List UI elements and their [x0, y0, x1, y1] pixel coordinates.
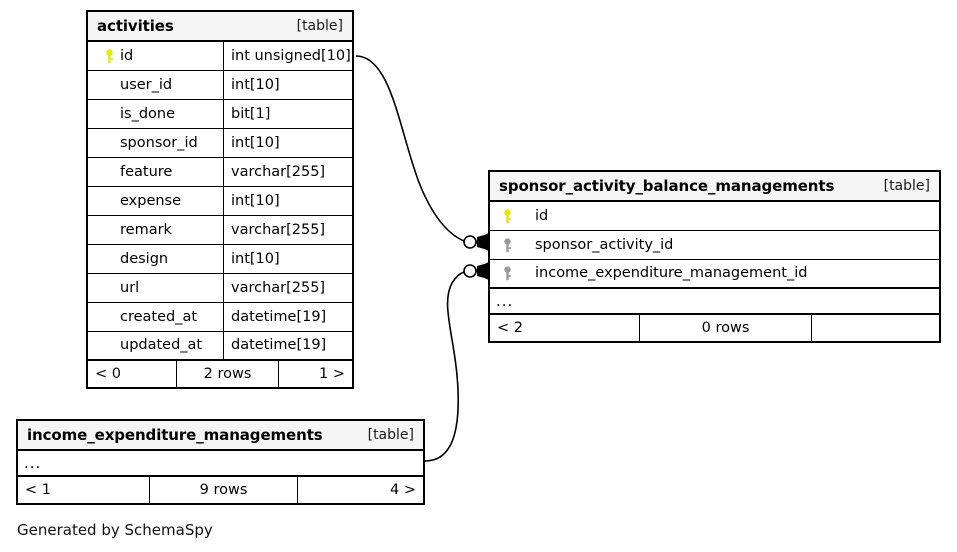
table-row[interactable]: sponsor_id int[10] — [88, 129, 352, 158]
table-type-tag: [table] — [367, 427, 414, 443]
column-type-cell: bit[1] — [222, 100, 352, 128]
crowsfoot-circle-icon — [463, 235, 477, 249]
crowsfoot-icon-2 — [475, 262, 489, 280]
relationship-activities-to-sponsor-activity-id — [355, 55, 489, 251]
column-type-cell: int[10] — [222, 71, 352, 99]
column-label: remark — [120, 221, 172, 238]
table-sponsor-activity-balance-managements[interactable]: sponsor_activity_balance_managements [ta… — [488, 170, 941, 343]
table-title: activities — [97, 16, 174, 35]
table-activities[interactable]: activities [table] id int unsigned[10] u… — [86, 10, 354, 389]
table-row[interactable]: remark varchar[255] — [88, 216, 352, 245]
column-name-cell: updated_at — [88, 332, 223, 359]
column-label: feature — [120, 163, 173, 180]
column-name-cell: url — [88, 274, 223, 302]
table-footer-activities: < 0 2 rows 1 > — [88, 361, 352, 387]
table-row[interactable]: expense int[10] — [88, 187, 352, 216]
column-name-cell: id — [490, 202, 939, 230]
column-label: design — [120, 250, 169, 267]
column-label: created_at — [120, 308, 198, 325]
column-name-cell: is_done — [88, 100, 223, 128]
table-income-expenditure-managements[interactable]: income_expenditure_managements [table] .… — [16, 419, 425, 505]
more-columns-indicator[interactable]: ... — [18, 451, 423, 477]
table-row[interactable]: url varchar[255] — [88, 274, 352, 303]
table-row[interactable]: income_expenditure_management_id — [490, 260, 939, 289]
table-header-sponsor: sponsor_activity_balance_managements [ta… — [490, 172, 939, 202]
column-name-cell: expense — [88, 187, 223, 215]
crowsfoot-circle-icon-2 — [463, 264, 477, 278]
column-label: url — [120, 279, 140, 296]
column-name-cell: sponsor_activity_id — [490, 231, 939, 259]
table-title: income_expenditure_managements — [27, 425, 323, 444]
footer-parent-count[interactable]: < 0 — [95, 365, 121, 382]
column-label: user_id — [120, 76, 173, 93]
table-row[interactable]: feature varchar[255] — [88, 158, 352, 187]
footer-child-count[interactable] — [811, 315, 939, 341]
column-label: expense — [120, 192, 182, 209]
footer-child-count[interactable]: 1 > — [278, 361, 352, 387]
column-name-cell: feature — [88, 158, 223, 186]
column-name-cell: design — [88, 245, 223, 273]
column-type-cell: int unsigned[10] — [222, 42, 352, 70]
column-label: id — [120, 47, 134, 64]
column-type-cell: datetime[19] — [222, 332, 352, 359]
table-title: sponsor_activity_balance_managements — [499, 176, 835, 195]
column-type-cell: int[10] — [222, 187, 352, 215]
table-row[interactable]: id int unsigned[10] — [88, 42, 352, 71]
table-footer-sponsor: < 2 0 rows — [490, 315, 939, 341]
generated-by-label: Generated by SchemaSpy — [17, 521, 213, 539]
relationship-income-expenditure-to-management-id — [424, 262, 489, 462]
more-columns-indicator[interactable]: ... — [490, 289, 939, 315]
table-row[interactable]: updated_at datetime[19] — [88, 332, 352, 361]
foreign-key-icon — [496, 266, 518, 281]
column-label: is_done — [120, 105, 176, 122]
column-type-cell: int[10] — [222, 245, 352, 273]
column-name-cell: user_id — [88, 71, 223, 99]
column-name-cell: sponsor_id — [88, 129, 223, 157]
foreign-key-icon — [496, 237, 518, 253]
table-row[interactable]: is_done bit[1] — [88, 100, 352, 129]
column-label: sponsor_id — [120, 134, 198, 151]
table-row[interactable]: design int[10] — [88, 245, 352, 274]
column-type-cell: varchar[255] — [222, 216, 352, 244]
primary-key-icon — [496, 208, 518, 224]
table-row[interactable]: created_at datetime[19] — [88, 303, 352, 332]
table-row[interactable]: user_id int[10] — [88, 71, 352, 100]
table-header-income: income_expenditure_managements [table] — [18, 421, 423, 451]
table-row[interactable]: id — [490, 202, 939, 231]
column-label: sponsor_activity_id — [535, 236, 674, 253]
footer-parent-count[interactable]: < 2 — [497, 319, 523, 336]
crowsfoot-icon — [475, 233, 489, 251]
footer-child-count[interactable]: 4 > — [297, 477, 423, 503]
table-type-tag: [table] — [883, 178, 930, 194]
footer-row-count: 9 rows — [149, 477, 297, 503]
column-label: income_expenditure_management_id — [535, 265, 808, 282]
column-name-cell: id — [88, 42, 223, 70]
footer-row-count: 0 rows — [639, 315, 811, 341]
column-label: updated_at — [120, 337, 203, 354]
column-label: id — [535, 207, 549, 224]
table-row[interactable]: sponsor_activity_id — [490, 231, 939, 260]
column-name-cell: remark — [88, 216, 223, 244]
column-type-cell: int[10] — [222, 129, 352, 157]
column-type-cell: varchar[255] — [222, 274, 352, 302]
column-type-cell: varchar[255] — [222, 158, 352, 186]
footer-parent-count[interactable]: < 1 — [25, 481, 51, 498]
footer-row-count: 2 rows — [176, 361, 278, 387]
table-header-activities: activities [table] — [88, 12, 352, 42]
crowsfoot-fill-2 — [477, 263, 488, 279]
table-footer-income: < 1 9 rows 4 > — [18, 477, 423, 503]
crowsfoot-fill — [477, 234, 488, 250]
column-name-cell: created_at — [88, 303, 223, 331]
column-name-cell: income_expenditure_management_id — [490, 260, 939, 287]
column-type-cell: datetime[19] — [222, 303, 352, 331]
table-type-tag: [table] — [296, 18, 343, 34]
primary-key-icon — [98, 48, 120, 64]
